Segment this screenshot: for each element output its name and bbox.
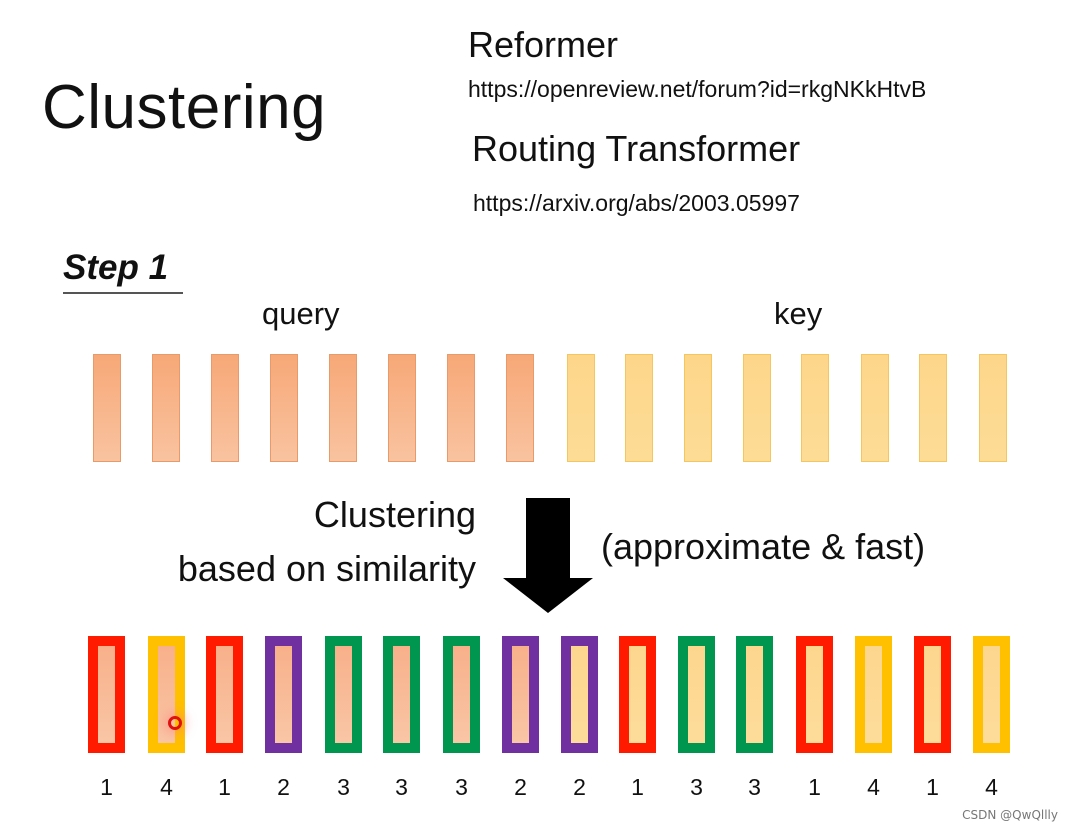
clustering-caption-line1: Clustering: [313, 494, 476, 535]
cluster-id-label: 3: [455, 774, 468, 800]
query-vector: [152, 354, 180, 462]
cluster-id-label: 1: [218, 774, 231, 800]
clustered-query-vector: [88, 636, 125, 753]
key-vector: [801, 354, 829, 462]
key-vector: [861, 354, 889, 462]
cluster-id-label: 4: [160, 774, 173, 800]
query-vector: [270, 354, 298, 462]
cluster-id-label: 2: [277, 774, 290, 800]
clustered-key-vector: [678, 636, 715, 753]
clustered-query-vector: [148, 636, 185, 753]
key-vector: [625, 354, 653, 462]
clustered-query-vector: [265, 636, 302, 753]
reference-routing-transformer-name: Routing Transformer: [472, 128, 801, 169]
cluster-id-label: 3: [690, 774, 703, 800]
clustering-caption-line2: based on similarity: [177, 548, 476, 589]
reference-routing-transformer-url[interactable]: https://arxiv.org/abs/2003.05997: [473, 190, 800, 216]
cluster-id-label: 3: [395, 774, 408, 800]
cluster-id-label: 2: [573, 774, 586, 800]
clustered-key-vector: [619, 636, 656, 753]
cluster-id-label: 3: [337, 774, 350, 800]
key-vector: [567, 354, 595, 462]
slide-title: Clustering: [42, 73, 327, 142]
key-vector: [684, 354, 712, 462]
clustered-query-vector: [443, 636, 480, 753]
clustered-key-vector: [914, 636, 951, 753]
step-label: Step 1: [63, 248, 169, 287]
cluster-id-label: 4: [985, 774, 998, 800]
query-vector: [211, 354, 239, 462]
cluster-id-label: 3: [748, 774, 761, 800]
query-vector: [93, 354, 121, 462]
cluster-id-label: 1: [926, 774, 939, 800]
cluster-id-label: 4: [867, 774, 880, 800]
clustered-query-vector: [502, 636, 539, 753]
query-vector: [447, 354, 475, 462]
cluster-id-label: 1: [808, 774, 821, 800]
key-label: key: [774, 296, 823, 331]
cluster-id-label: 1: [100, 774, 113, 800]
clustered-key-vector: [973, 636, 1010, 753]
watermark: CSDN @QwQllly: [962, 808, 1058, 822]
reference-reformer-name: Reformer: [468, 24, 619, 65]
clustered-query-vector: [325, 636, 362, 753]
key-vector: [919, 354, 947, 462]
step-underline: [63, 292, 183, 294]
clustered-key-vector: [736, 636, 773, 753]
clustered-key-vector: [855, 636, 892, 753]
query-label: query: [262, 296, 340, 331]
clustered-key-vector: [561, 636, 598, 753]
query-vector: [329, 354, 357, 462]
key-vector: [979, 354, 1007, 462]
clustered-query-vector: [383, 636, 420, 753]
mouse-cursor-indicator: [168, 716, 182, 730]
key-vector: [743, 354, 771, 462]
query-vector: [506, 354, 534, 462]
cluster-id-label: 1: [631, 774, 644, 800]
cluster-id-label: 2: [514, 774, 527, 800]
reference-reformer-url[interactable]: https://openreview.net/forum?id=rkgNKkHt…: [468, 76, 927, 102]
clustered-key-vector: [796, 636, 833, 753]
query-vector: [388, 354, 416, 462]
down-arrow-icon: [503, 498, 593, 613]
clustered-query-vector: [206, 636, 243, 753]
approximate-fast-note: (approximate & fast): [601, 526, 926, 567]
